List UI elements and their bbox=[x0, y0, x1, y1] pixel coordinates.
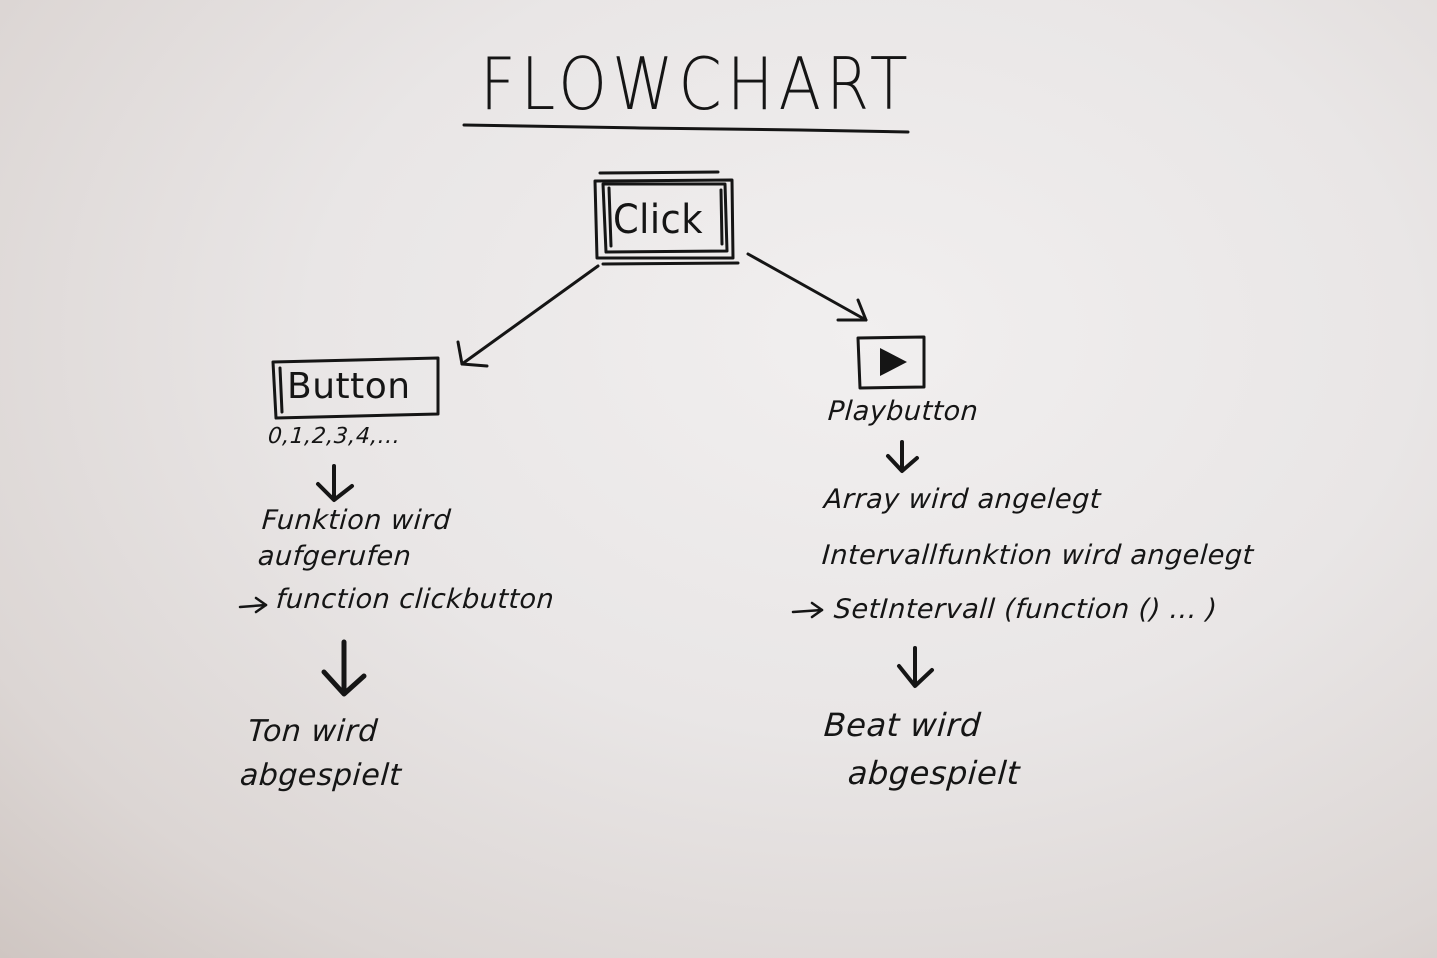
playbutton-label: Playbutton bbox=[826, 396, 980, 427]
right-step1-line1: Array wird angelegt bbox=[822, 484, 1103, 515]
arrow-left-2 bbox=[321, 639, 367, 697]
right-step1-line2: Intervallfunktion wird angelegt bbox=[820, 540, 1255, 571]
play-icon bbox=[880, 348, 907, 376]
arrow-click-to-play bbox=[746, 252, 868, 322]
click-box bbox=[593, 170, 740, 266]
button-node-label: Button bbox=[287, 366, 411, 407]
click-node-label: Click bbox=[613, 197, 703, 243]
pointer-arrow-left bbox=[238, 596, 268, 614]
button-box bbox=[271, 356, 440, 420]
left-step1-line1: Funktion wird bbox=[260, 505, 453, 536]
left-step2-line1: Ton wird bbox=[246, 714, 380, 749]
left-step2-line2: abgespielt bbox=[238, 758, 403, 793]
page-title: FLOWCHART bbox=[480, 42, 913, 126]
arrow-left-1 bbox=[316, 464, 354, 502]
left-step1-line3: function clickbutton bbox=[274, 584, 556, 615]
arrow-right-2 bbox=[897, 646, 934, 688]
right-step1-line3: SetIntervall (function () ... ) bbox=[832, 594, 1219, 625]
pointer-arrow-right bbox=[791, 601, 824, 619]
arrow-click-to-button bbox=[456, 264, 600, 368]
title-underline bbox=[462, 123, 910, 134]
play-box bbox=[856, 335, 926, 390]
arrow-right-1 bbox=[886, 440, 919, 473]
right-step2-line2: abgespielt bbox=[846, 754, 1022, 792]
button-values: 0,1,2,3,4,... bbox=[267, 424, 402, 449]
right-step2-line1: Beat wird bbox=[822, 706, 983, 744]
left-step1-line2: aufgerufen bbox=[256, 541, 413, 572]
